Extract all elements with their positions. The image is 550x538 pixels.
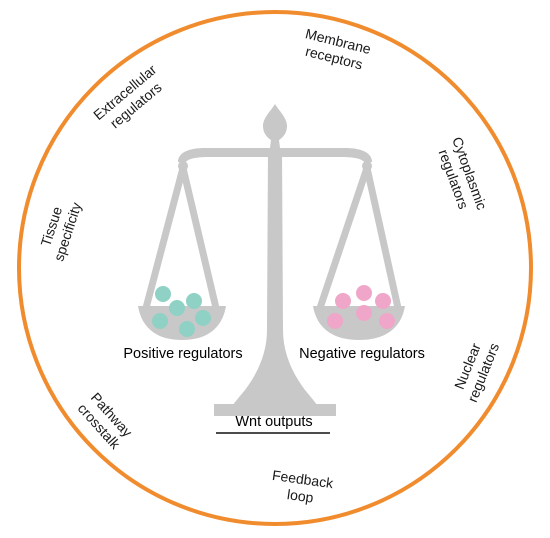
right-pan-string-2 <box>363 164 402 312</box>
negative-regulator-balls <box>327 285 395 329</box>
positive-ball <box>179 321 195 337</box>
outer-ring <box>17 10 533 526</box>
negative-ball <box>356 305 372 321</box>
scale-pillar <box>228 148 322 414</box>
negative-ball <box>379 313 395 329</box>
positive-ball <box>186 293 202 309</box>
balance-scale-icon <box>138 104 405 416</box>
pathway-crosstalk-label: Pathway crosstalk <box>75 389 136 452</box>
nuclear-regulators-label: Nuclear regulators <box>451 340 502 404</box>
extracellular-regulators-label: Extracellular regulators <box>90 61 165 131</box>
positive-regulators-label: Positive regulators <box>123 346 242 362</box>
feedback-loop-label: Feedback loop <box>271 467 335 506</box>
membrane-receptors-label: Membrane receptors <box>304 25 373 72</box>
negative-regulators-label: Negative regulators <box>299 346 425 362</box>
tissue-specificity-label: Tissue specificity <box>37 200 84 263</box>
scale-finial <box>263 104 287 148</box>
scale-base <box>214 404 336 416</box>
positive-ball <box>195 310 211 326</box>
cytoplasmic-regulators-label: Cytoplasmic regulators <box>436 135 491 212</box>
negative-ball <box>327 313 343 329</box>
right-pan-string-1 <box>316 164 371 312</box>
left-pan-string-2 <box>179 164 220 312</box>
feedback-line-2: loop <box>286 486 315 506</box>
positive-ball <box>152 313 168 329</box>
wnt-outputs-label: Wnt outputs <box>235 414 312 430</box>
positive-ball <box>155 286 171 302</box>
positive-regulator-balls <box>152 286 211 337</box>
positive-ball <box>169 300 185 316</box>
negative-ball <box>375 293 391 309</box>
negative-ball <box>356 285 372 301</box>
left-pan-string-1 <box>142 164 187 312</box>
negative-ball <box>335 293 351 309</box>
